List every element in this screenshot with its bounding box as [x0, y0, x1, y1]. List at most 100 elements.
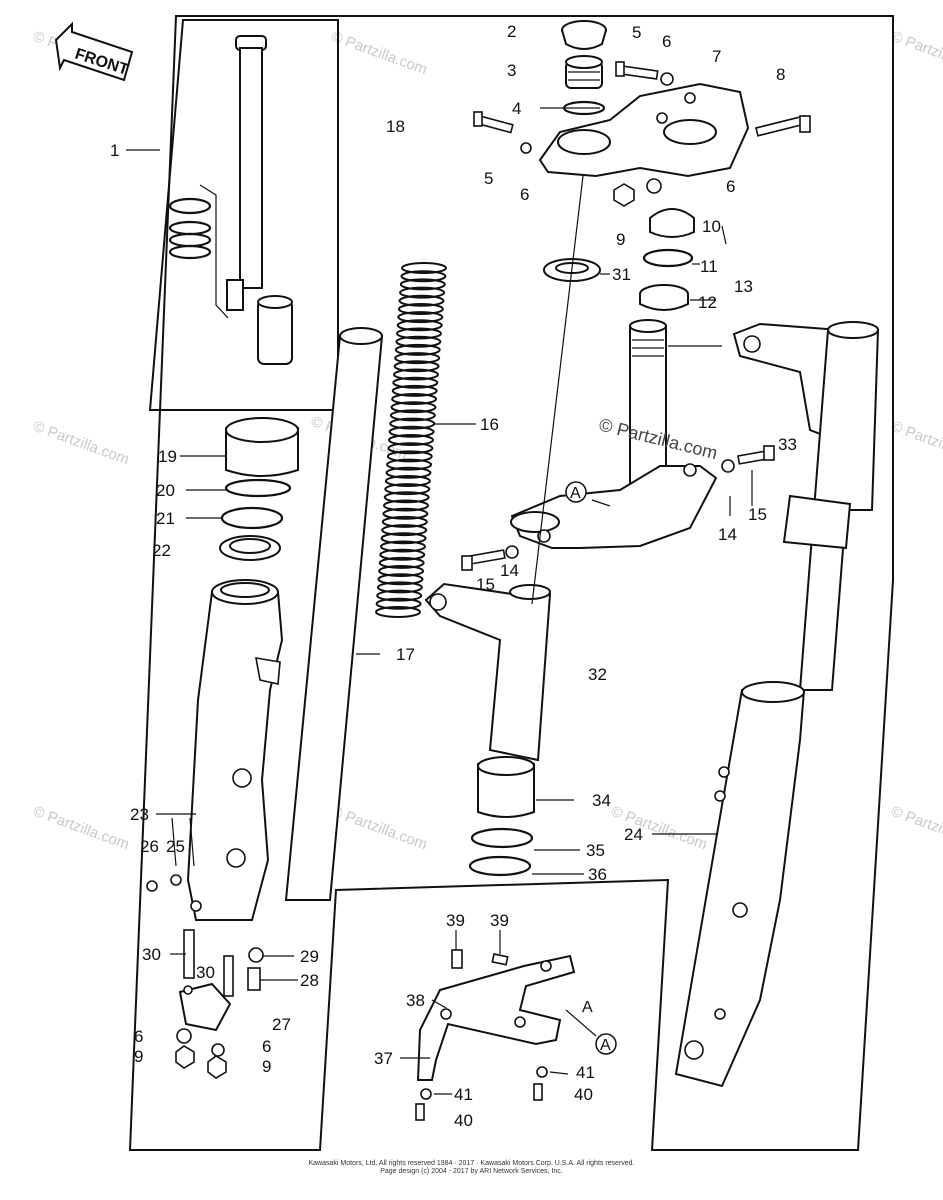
spring-coil — [389, 409, 436, 422]
callout-15: 15 — [748, 505, 767, 524]
spring-coil — [381, 524, 428, 537]
spring-coil — [399, 286, 446, 299]
bolt-39-left — [451, 949, 463, 969]
callout-39: 39 — [490, 911, 509, 930]
callout-6: 6 — [134, 1027, 143, 1046]
spring-coil — [385, 466, 432, 479]
callout-27: 27 — [272, 1015, 291, 1034]
spring-coil — [384, 475, 431, 487]
watermark: © Partzilla.com — [31, 418, 132, 469]
spring-coil — [400, 270, 447, 283]
callout-9: 9 — [262, 1057, 271, 1076]
cap-10 — [649, 208, 695, 238]
bearing-12 — [639, 284, 689, 311]
washer-25 — [170, 874, 182, 886]
ref-mark-a: A — [565, 481, 587, 503]
nut-9-left-b — [207, 1055, 227, 1079]
callout-9: 9 — [134, 1047, 143, 1066]
callout-29: 29 — [300, 947, 319, 966]
ring-35 — [470, 827, 534, 849]
callout-5: 5 — [632, 23, 641, 42]
callout-28: 28 — [300, 971, 319, 990]
bolt-39-right — [491, 953, 509, 966]
retaining-ring-20 — [224, 478, 292, 498]
spring-coil — [383, 499, 429, 512]
washer-6-left — [520, 142, 532, 154]
callout-10: 10 — [702, 217, 721, 236]
ring-36 — [468, 855, 532, 877]
spring-coil — [388, 425, 435, 438]
watermark: © Partzilla.com — [889, 28, 943, 79]
spring-coil — [394, 343, 441, 356]
washer-21 — [220, 506, 284, 530]
spring-coil — [378, 556, 425, 569]
spring-coil — [380, 540, 426, 553]
callout-25: 25 — [166, 837, 185, 856]
spring-coil — [393, 368, 439, 381]
fork-tube-right-24 — [674, 321, 880, 1088]
callout-14: 14 — [500, 561, 519, 580]
upper-bracket-7 — [538, 82, 750, 178]
cover-34 — [477, 756, 535, 818]
callout-layer: 1 2 3 4 5 5 6 6 6 6 6 7 8 9 9 9 10 11 12… — [110, 22, 797, 1130]
bolt-5-lower — [473, 111, 514, 134]
bolt-40-right — [533, 1083, 543, 1101]
oil-seal-cap-19 — [225, 417, 299, 477]
callout-6: 6 — [262, 1037, 271, 1056]
callout-18: 18 — [386, 117, 405, 136]
callout-15: 15 — [476, 575, 495, 594]
spring-coil — [397, 311, 444, 324]
page-design-line: Page design (c) 2004 - 2017 by ARI Netwo… — [380, 1168, 563, 1175]
callout-34: 34 — [592, 791, 611, 810]
spring-coil — [391, 393, 438, 405]
fender-bracket-37-38 — [416, 954, 576, 1081]
spring-coil — [377, 573, 424, 586]
nut-9-left-a — [175, 1045, 195, 1069]
ref-mark-a: A — [595, 1033, 617, 1055]
watermark: © Partzilla.com — [329, 803, 430, 854]
callout-30: 30 — [142, 945, 161, 964]
callout-31: 31 — [612, 265, 631, 284]
callout-20: 20 — [156, 481, 175, 500]
callout-19: 19 — [158, 447, 177, 466]
spring-coil — [391, 384, 438, 397]
bolt-8 — [755, 114, 811, 137]
callout-23: 23 — [130, 805, 149, 824]
callout-1: 1 — [110, 141, 119, 160]
washer-6-left-a — [176, 1028, 192, 1044]
washer-6-right — [646, 178, 662, 194]
ref-mark-a-small: A — [582, 999, 593, 1016]
washer-6-left-b — [211, 1043, 225, 1057]
watermark: © Partzilla.com — [889, 418, 943, 469]
callout-37: 37 — [374, 1049, 393, 1068]
callout-13: 13 — [734, 277, 753, 296]
copyright-footer: Kawasaki Motors, Ltd. All rights reserve… — [0, 1160, 943, 1176]
spring-coil — [395, 335, 442, 348]
spring-coil — [394, 352, 441, 365]
callout-32: 32 — [588, 665, 607, 684]
spring-coil — [375, 606, 421, 618]
spring-coil — [381, 515, 428, 528]
bolt-28 — [247, 967, 261, 991]
fork-spring-16 — [375, 262, 447, 618]
watermark: © Partzilla.com — [329, 28, 430, 79]
spring-coil — [384, 483, 431, 496]
callout-24: 24 — [624, 825, 643, 844]
callout-2: 2 — [507, 22, 516, 41]
callout-35: 35 — [586, 841, 605, 860]
inner-tube-17 — [284, 327, 384, 901]
bolt-40-left — [415, 1103, 425, 1121]
leader-lines — [126, 107, 753, 1095]
spring-coil — [390, 401, 437, 414]
callout-16: 16 — [480, 415, 499, 434]
spring-coil — [378, 565, 425, 577]
stud-30-right — [223, 955, 234, 997]
spring-coil — [386, 450, 433, 463]
callout-41: 41 — [576, 1063, 595, 1082]
callout-40: 40 — [574, 1085, 593, 1104]
spring-coil — [383, 491, 430, 504]
oil-seal-22 — [219, 535, 281, 561]
callout-41: 41 — [454, 1085, 473, 1104]
cap-2 — [561, 20, 607, 50]
spring-coil — [401, 262, 447, 274]
